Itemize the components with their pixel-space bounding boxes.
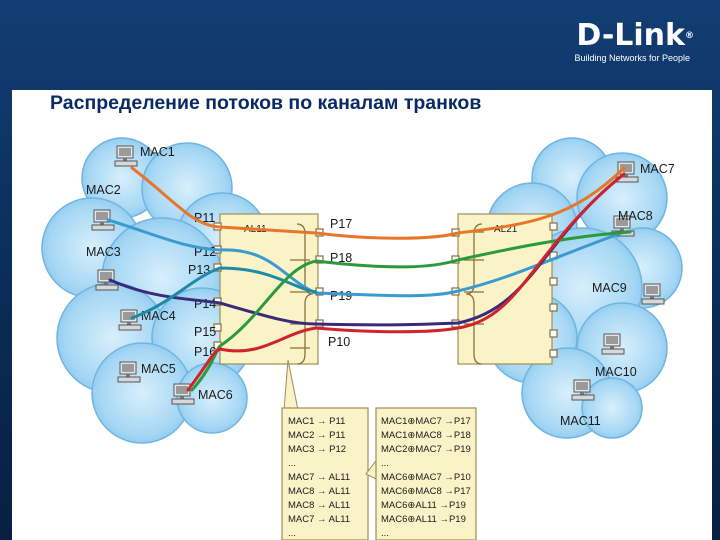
al21-label: AL21 (494, 224, 518, 235)
right-table-row: MAC6⊕MAC7 →P10 (381, 472, 471, 483)
right-table-row: MAC1⊕MAC7 →P17 (381, 416, 471, 427)
trunk-diagram: MAC1 MAC2 MAC3 MAC4 MAC5 MAC6 MAC7 MAC8 … (41, 137, 683, 540)
right-table-row: MAC2⊕MAC7 →P19 (381, 444, 471, 455)
left-table-row: MAC7 → AL11 (288, 514, 350, 525)
right-table-row: MAC6⊕AL11 →P19 (381, 500, 466, 511)
switch-right: AL21 (451, 213, 558, 365)
flow-red (186, 172, 626, 392)
port-p18-label: P18 (330, 251, 352, 265)
left-table-row: ... (288, 528, 296, 539)
right-table-row: ... (381, 528, 389, 539)
left-table-row: MAC7 → AL11 (288, 472, 350, 483)
left-table-row: ... (288, 458, 296, 469)
dlink-logo: D-Link® Building Networks for People (494, 20, 694, 70)
right-table-row: ... (381, 458, 389, 469)
flow-orange (130, 166, 626, 240)
logo-brand: D-Link (576, 18, 685, 53)
left-table-row: MAC2 → P11 (288, 430, 345, 441)
port-p13-label: P13 (188, 263, 210, 277)
flow-green (190, 230, 632, 392)
mac9-label: MAC9 (592, 281, 627, 295)
right-table-row: MAC6⊕MAC8 →P17 (381, 486, 471, 497)
flows (106, 166, 632, 392)
mac3-label: MAC3 (86, 245, 121, 259)
flow-light-blue (106, 218, 626, 298)
mac-table-left: MAC1 → P11 MAC2 → P11 MAC3 → P12 ... MAC… (281, 359, 369, 540)
mac7-label: MAC7 (640, 162, 675, 176)
left-table-row: MAC1 → P11 (288, 416, 345, 427)
right-table-row: MAC6⊕AL11 →P19 (381, 514, 466, 525)
mac11-label: MAC11 (560, 414, 601, 428)
port-p19-label: P19 (330, 289, 352, 303)
mac5-label: MAC5 (141, 362, 176, 376)
flow-teal (130, 266, 318, 320)
mac8-label: MAC8 (618, 209, 653, 223)
port-p17-label: P17 (330, 217, 352, 231)
slide-title: Распределение потоков по каналам транков (50, 92, 482, 114)
mac10-label: MAC10 (595, 365, 637, 379)
left-table-row: MAC3 → P12 (288, 444, 346, 455)
logo-tagline: Building Networks for People (574, 53, 690, 63)
mac-table-right: MAC1⊕MAC7 →P17 MAC1⊕MAC8 →P18 MAC2⊕MAC7 … (365, 407, 477, 540)
port-p15-label: P15 (194, 325, 216, 339)
right-table-row: MAC1⊕MAC8 →P18 (381, 430, 471, 441)
left-table-row: MAC8 → AL11 (288, 500, 350, 511)
left-table-row: MAC8 → AL11 (288, 486, 350, 497)
port-p10-label: P10 (328, 335, 350, 349)
logo-registered-mark: ® (685, 31, 694, 41)
mac2-label: MAC2 (86, 183, 121, 197)
mac4-label: MAC4 (141, 309, 176, 323)
mac6-label: MAC6 (198, 388, 233, 402)
mac1-label: MAC1 (140, 145, 175, 159)
